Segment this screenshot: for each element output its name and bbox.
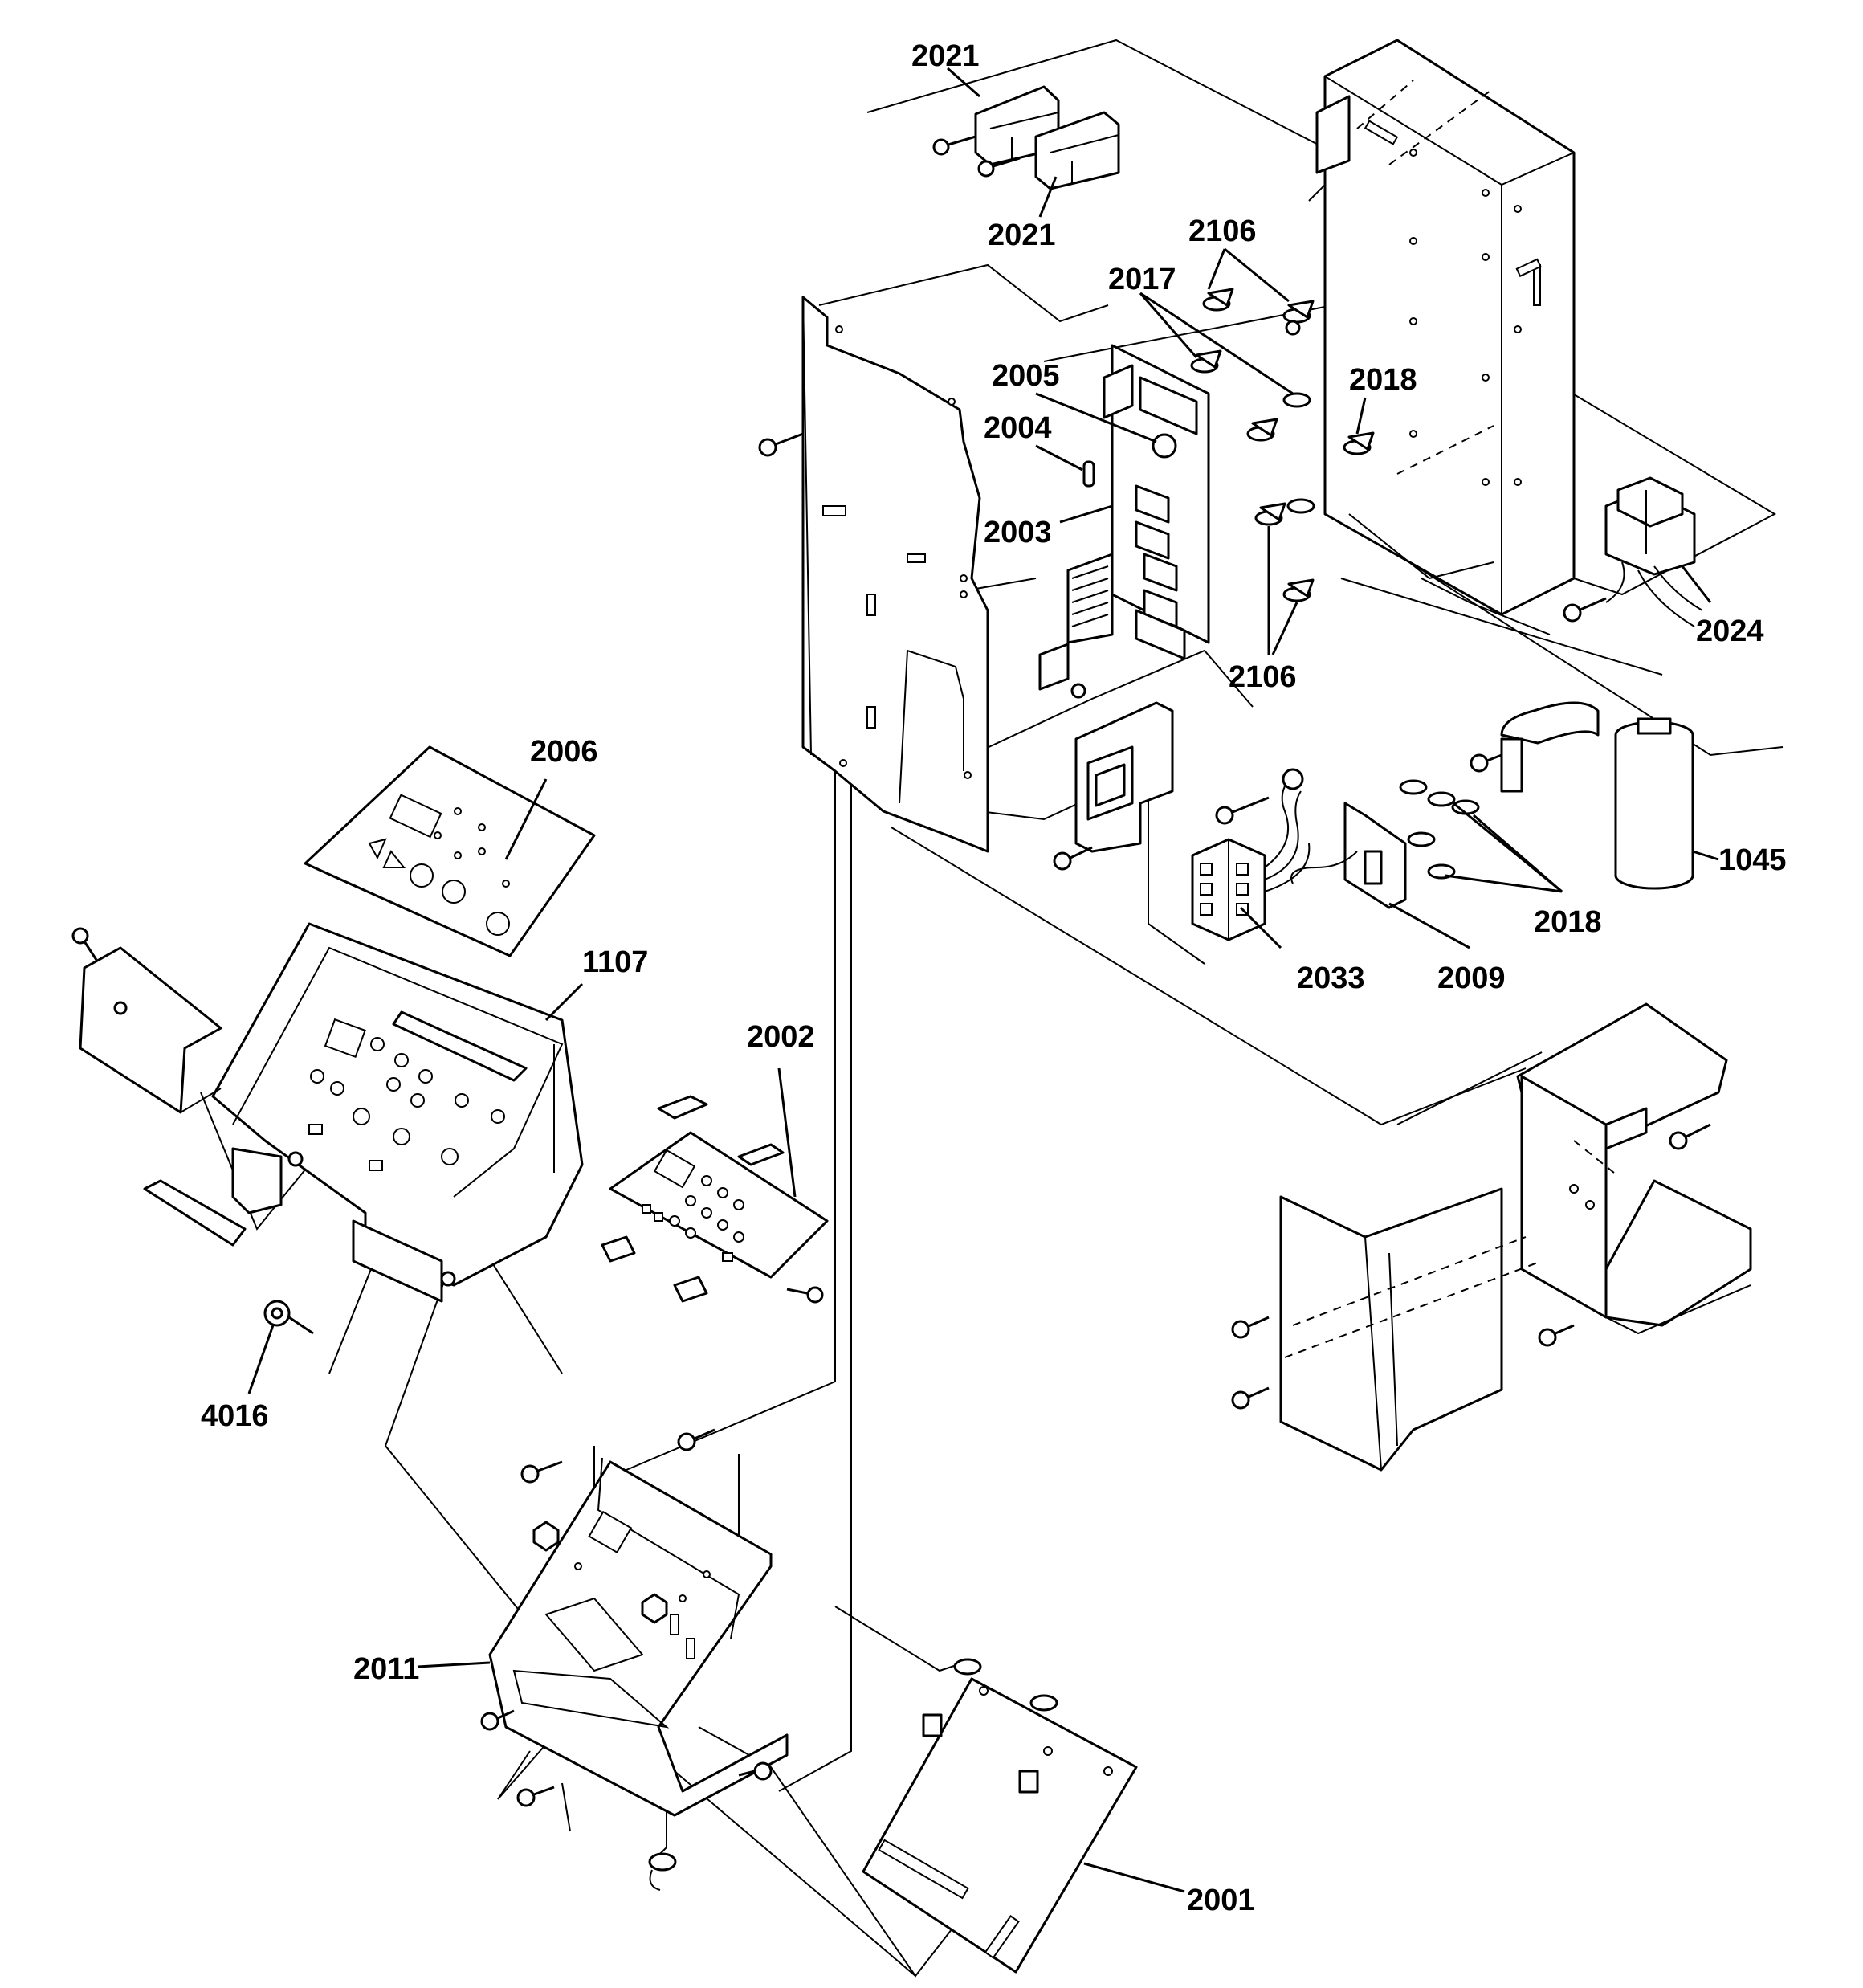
transformer-2024 [1563, 476, 1703, 627]
label-2003: 2003 [984, 516, 1052, 549]
overlay-2006 [304, 745, 596, 957]
base-2011 [480, 1428, 789, 1891]
clip [648, 1852, 677, 1891]
main-cabinet [1315, 39, 1576, 616]
label-2002: 2002 [747, 1020, 815, 1054]
relay-box [1053, 701, 1174, 871]
label-4016: 4016 [201, 1399, 269, 1433]
capacitor-1045 [1470, 701, 1694, 890]
screw [977, 157, 1021, 178]
screw [440, 1271, 456, 1287]
label-leaders [247, 67, 1719, 1893]
label-2106-top: 2106 [1188, 214, 1257, 248]
screw [1669, 1123, 1711, 1150]
screw [677, 1428, 715, 1451]
screw [1563, 597, 1607, 623]
cabinet-holes [1409, 149, 1522, 486]
terminal-clip [1427, 791, 1456, 807]
bracket-2009 [1290, 779, 1480, 909]
label-1107: 1107 [582, 945, 648, 979]
terminal-clip [1282, 578, 1315, 602]
screw [1231, 1386, 1270, 1410]
screw [786, 1286, 824, 1304]
nut [641, 1593, 668, 1624]
terminal-clip [1282, 300, 1315, 324]
screw [1053, 846, 1093, 871]
main-board-2001 [862, 1658, 1138, 1974]
label-1045: 1045 [1718, 843, 1787, 877]
label-2006: 2006 [530, 735, 598, 769]
screw [516, 1786, 555, 1807]
terminal-clip [1202, 288, 1234, 312]
screw [932, 135, 976, 156]
screw [71, 927, 98, 961]
screw [1215, 796, 1270, 825]
terminal-clip [1246, 418, 1278, 442]
screw [1470, 753, 1502, 773]
label-2021-bottom: 2021 [988, 218, 1056, 252]
terminals-upper [1190, 288, 1375, 602]
screw [1070, 683, 1086, 699]
nut [532, 1521, 560, 1552]
harness-2033 [1191, 768, 1311, 941]
screw [480, 1709, 515, 1731]
screw [738, 1761, 773, 1781]
screw [520, 1460, 563, 1484]
terminal-clip [1029, 1694, 1058, 1712]
control-board-2003 [1038, 344, 1210, 699]
label-2018-top: 2018 [1349, 363, 1417, 397]
switch-2021-assembly [932, 85, 1120, 190]
terminal-clip [1399, 779, 1428, 795]
terminal-clip [1190, 349, 1222, 374]
terminal-clip [1282, 392, 1311, 408]
label-2017: 2017 [1108, 263, 1176, 296]
display-board-2002 [601, 1095, 829, 1304]
board-standoff [922, 1713, 943, 1737]
left-mounting-panel [758, 296, 989, 853]
lower-right-enclosure [1231, 1002, 1752, 1472]
terminal-clip [1407, 831, 1436, 847]
terminal-clip [1254, 502, 1286, 526]
label-2001: 2001 [1187, 1884, 1255, 1917]
connector-lines [200, 39, 1784, 1978]
screw [287, 1151, 304, 1167]
label-2011: 2011 [353, 1652, 419, 1686]
label-2033: 2033 [1297, 961, 1365, 995]
screw [758, 432, 804, 457]
label-2004: 2004 [984, 411, 1052, 445]
fuse-2004 [1082, 460, 1095, 488]
screw [1538, 1324, 1575, 1347]
label-2005: 2005 [992, 359, 1060, 393]
side-bracket [71, 927, 247, 1247]
terminal-clip [953, 1658, 982, 1676]
label-2009: 2009 [1437, 961, 1506, 995]
label-2018-bottom: 2018 [1534, 905, 1602, 939]
screw [1285, 320, 1301, 336]
label-2024: 2024 [1696, 614, 1764, 648]
screw [1231, 1316, 1270, 1339]
terminal-clip [1343, 431, 1375, 455]
board-standoff [1018, 1770, 1039, 1794]
label-2106-bottom: 2106 [1229, 660, 1297, 694]
label-2021-top: 2021 [911, 39, 980, 73]
part-labels: 2021 2021 2106 2017 2005 2018 2004 2003 … [201, 39, 1787, 1917]
grommet-4016 [263, 1300, 314, 1335]
front-panel-1107 [211, 922, 584, 1303]
terminal-clip [1286, 498, 1315, 514]
screw [113, 1001, 128, 1015]
